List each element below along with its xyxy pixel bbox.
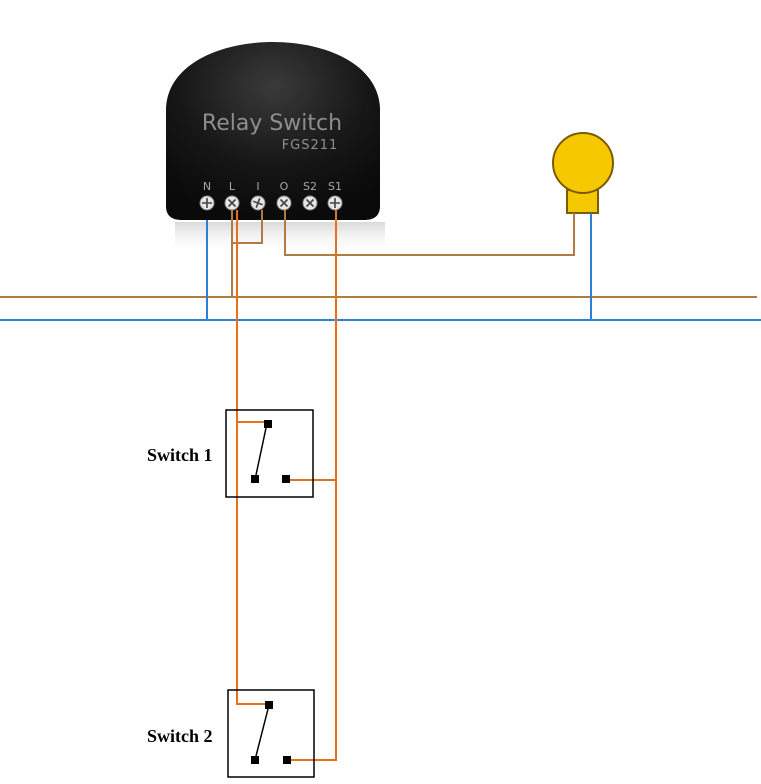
switch-1-top-contact (264, 420, 272, 428)
switch-2-bottom-contact (251, 756, 259, 764)
switch-2-top-contact (265, 701, 273, 709)
switch-common-wire-2 (236, 422, 267, 705)
switch-2: Switch 2 (147, 689, 315, 778)
terminal-screws (199, 195, 343, 211)
switch-1-label: Switch 1 (147, 445, 213, 465)
switch-1-lever (255, 427, 267, 476)
live-to-i-wire (232, 210, 263, 244)
switch-1-bottom-contact (251, 475, 259, 483)
wires (0, 210, 761, 761)
switch-2-box (227, 689, 315, 778)
switch-2-side-contact (283, 756, 291, 764)
lamp-icon (552, 132, 614, 214)
switch-2-label: Switch 2 (147, 726, 213, 746)
terminal-screw-i-icon (250, 195, 266, 211)
terminal-labels: N L I O S2 S1 (203, 180, 342, 193)
switch-1-box (225, 409, 314, 498)
terminal-screw-n-icon (199, 195, 215, 211)
terminal-label-s1: S1 (328, 180, 342, 193)
switch-1: Switch 1 (147, 409, 314, 498)
s1-wire-2 (290, 480, 337, 761)
switch-1-side-contact (282, 475, 290, 483)
relay-model: FGS211 (282, 138, 339, 153)
lamp-bulb (552, 132, 614, 194)
terminal-screw-o-icon (276, 195, 292, 211)
relay-title: Relay Switch (202, 111, 342, 136)
terminal-label-i: I (256, 180, 259, 193)
output-lamp-wire (284, 210, 575, 256)
switch-2-lever (255, 708, 269, 757)
terminal-label-o: O (280, 180, 289, 193)
terminal-label-s2: S2 (303, 180, 317, 193)
relay-body (166, 42, 380, 220)
terminal-label-n: N (203, 180, 211, 193)
terminal-label-l: L (229, 180, 236, 193)
terminal-screw-s1-icon (327, 195, 343, 211)
terminal-screw-s2-icon (302, 195, 318, 211)
terminal-screw-l-icon (224, 195, 240, 211)
relay-shadow (175, 222, 385, 256)
relay-module: Relay Switch FGS211 N L I O S2 S1 (166, 42, 385, 256)
